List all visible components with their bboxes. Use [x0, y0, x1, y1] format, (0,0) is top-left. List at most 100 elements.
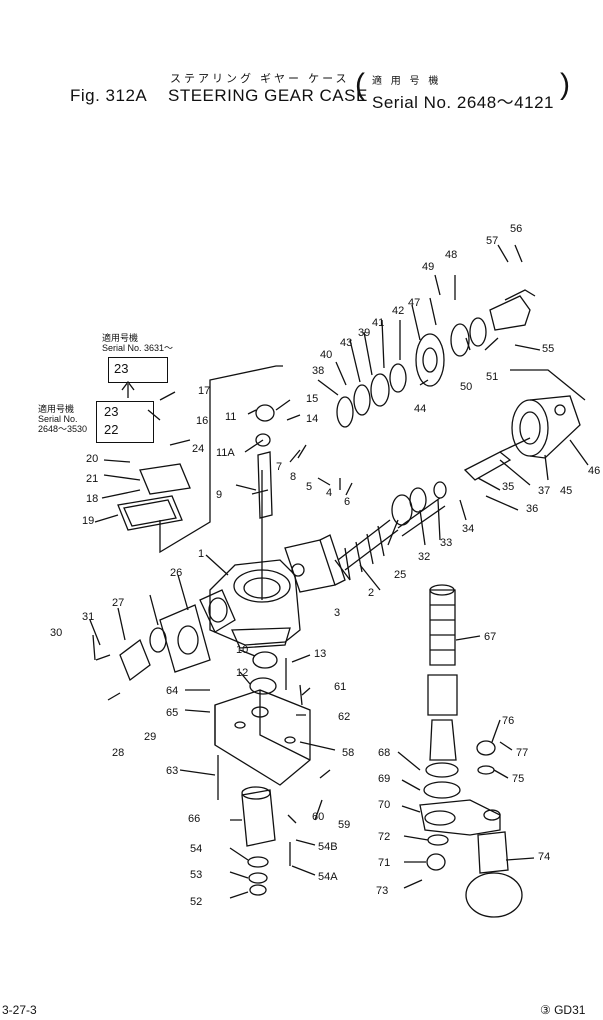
- callout-66: 66: [188, 813, 200, 825]
- note-lower-jp: 適用号機: [38, 404, 75, 414]
- callout-10: 10: [236, 644, 248, 656]
- callout-60: 60: [312, 811, 324, 823]
- callout-9: 9: [216, 489, 222, 501]
- note-upper-serial: Serial No. 3631～: [102, 343, 174, 353]
- callout-5: 5: [306, 481, 312, 493]
- washer-54: [247, 856, 269, 868]
- cover-18: [139, 463, 191, 495]
- callout-46: 46: [588, 465, 600, 477]
- callout-26: 26: [170, 567, 182, 579]
- note-lower-box-part-1: 23: [104, 404, 119, 419]
- note-upper-box: [108, 357, 168, 383]
- seal-50: [450, 323, 470, 357]
- callout-37: 37: [538, 485, 550, 497]
- column-flange-44: [415, 333, 445, 387]
- nut-52: [249, 884, 267, 896]
- bearing-69: [423, 781, 461, 799]
- seal-68: [425, 762, 459, 778]
- callout-72: 72: [378, 831, 390, 843]
- callout-45: 45: [560, 485, 572, 497]
- callout-29: 29: [144, 731, 156, 743]
- callout-35: 35: [502, 481, 514, 493]
- note-lower-box: [96, 401, 154, 443]
- ring-40: [353, 384, 371, 416]
- callout-65: 65: [166, 707, 178, 719]
- nut-71: [426, 853, 446, 871]
- bolt-28: [107, 692, 121, 701]
- worm-shaft: [284, 497, 446, 593]
- callout-11: 11: [225, 411, 236, 423]
- sleeve-66: [241, 789, 276, 847]
- callout-73: 73: [376, 885, 388, 897]
- serial-japanese: 適 用 号 機: [372, 76, 442, 87]
- callout-21: 21: [86, 473, 98, 485]
- callout-38: 38: [312, 365, 324, 377]
- callout-7: 7: [276, 461, 282, 473]
- bolt-59: [319, 769, 331, 779]
- callout-12: 12: [236, 667, 248, 679]
- callout-44: 44: [414, 403, 426, 415]
- callout-1: 1: [198, 548, 204, 560]
- note-upper-box-part: 23: [114, 361, 129, 376]
- callout-43: 43: [340, 337, 352, 349]
- bearing-10: [252, 651, 278, 669]
- pitman-arm-70: [419, 799, 501, 836]
- ball-joint-74: [465, 831, 523, 918]
- sector-shaft-67: [427, 584, 458, 761]
- callout-61: 61: [334, 681, 346, 693]
- bearing-25b: [149, 627, 167, 653]
- bearing-12: [249, 677, 277, 695]
- callout-62: 62: [338, 711, 350, 723]
- bolt-30: [95, 654, 111, 661]
- callout-59: 59: [338, 819, 350, 831]
- ring-38: [336, 396, 354, 428]
- callout-31: 31: [82, 611, 94, 623]
- callout-13: 13: [314, 648, 326, 660]
- callout-3: 3: [334, 607, 340, 619]
- callout-67: 67: [484, 631, 496, 643]
- bearing-51: [469, 317, 487, 347]
- pinion-group-bracket: [510, 369, 586, 401]
- ring-11a: [255, 433, 271, 447]
- callout-68: 68: [378, 747, 390, 759]
- callout-47: 47: [408, 297, 420, 309]
- callout-24: 24: [192, 443, 204, 455]
- callout-28: 28: [112, 747, 124, 759]
- callout-14: 14: [306, 413, 318, 425]
- callout-17: 17: [198, 385, 210, 397]
- cover-group-bracket: [159, 365, 283, 554]
- note-lower-label: Serial No.: [38, 414, 78, 424]
- bearing-25: [391, 494, 413, 526]
- callout-54A: 54A: [318, 871, 338, 883]
- callout-63: 63: [166, 765, 178, 777]
- input-shaft-37: [463, 451, 512, 481]
- callout-15: 15: [306, 393, 318, 405]
- callout-58: 58: [342, 747, 354, 759]
- sector-housing-58: [214, 689, 311, 786]
- callout-51: 51: [486, 371, 498, 383]
- callout-55: 55: [542, 343, 554, 355]
- callout-4: 4: [326, 487, 332, 499]
- callout-labels: 1 2 3 4 5 6 7 8 9 10 11 11A 12 13 14 15 …: [50, 223, 600, 908]
- callout-34: 34: [462, 523, 474, 535]
- callout-32: 32: [418, 551, 430, 563]
- callout-18: 18: [86, 493, 98, 505]
- stud-9: [257, 451, 273, 519]
- callout-42: 42: [392, 305, 404, 317]
- callout-40: 40: [320, 349, 332, 361]
- callout-56: 56: [510, 223, 522, 235]
- callout-16: 16: [196, 415, 208, 427]
- callout-27: 27: [112, 597, 124, 609]
- note-lower-box-part-2: 22: [104, 422, 119, 437]
- callout-54B: 54B: [318, 841, 338, 853]
- callout-2: 2: [368, 587, 374, 599]
- callout-77: 77: [516, 747, 528, 759]
- figure-title: STEERING GEAR CASE: [168, 86, 368, 105]
- callout-30: 30: [50, 627, 62, 639]
- callout-36: 36: [526, 503, 538, 515]
- callout-41: 41: [372, 317, 384, 329]
- callout-6: 6: [344, 496, 350, 508]
- yoke-55: [489, 295, 531, 331]
